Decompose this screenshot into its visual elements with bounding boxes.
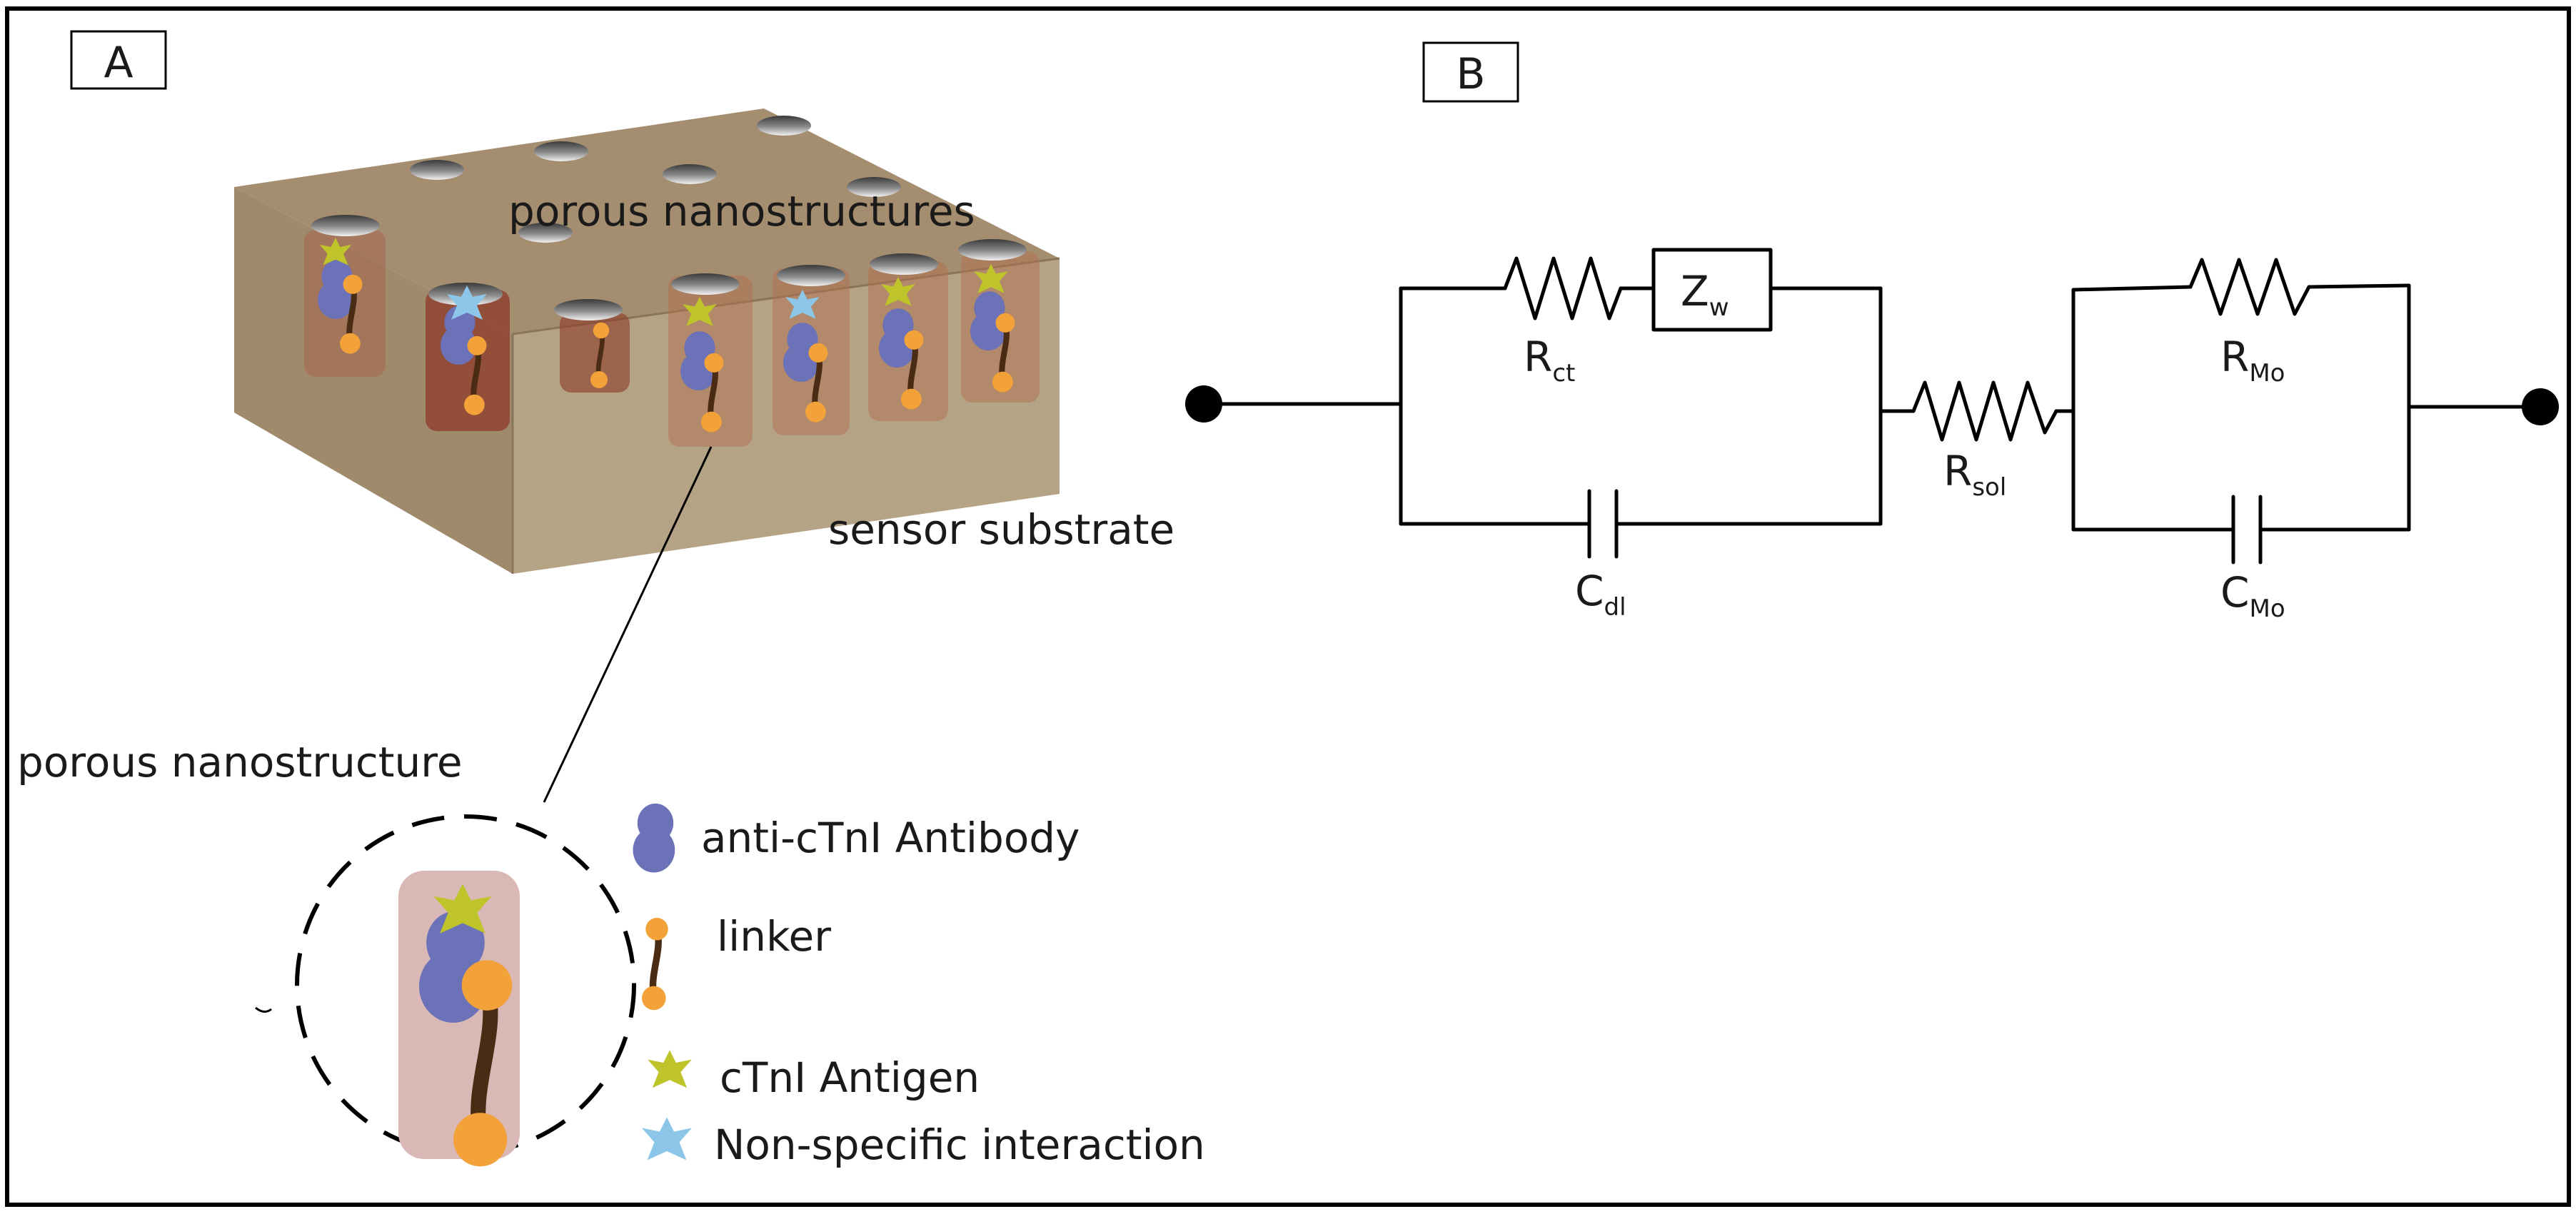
legend-label: anti-cTnI Antibody xyxy=(701,814,1080,862)
antigen-icon xyxy=(648,1050,692,1088)
legend-label: cTnI Antigen xyxy=(720,1053,980,1102)
resistor-rsol xyxy=(1911,380,2058,442)
panel-b-label: B xyxy=(1456,49,1485,99)
zoom-connector-line xyxy=(543,446,713,803)
legend-label: linker xyxy=(717,912,831,961)
pore-opening xyxy=(410,160,464,180)
zoomed-pore xyxy=(398,871,520,1166)
pore-opening xyxy=(518,223,573,243)
legend-item-linker: linker xyxy=(642,912,831,1010)
pore-column xyxy=(773,265,850,435)
top-pores xyxy=(410,116,901,243)
label-cmo: CMo xyxy=(2220,568,2285,623)
sensor-substrate-label: sensor substrate xyxy=(828,505,1174,554)
pore-column xyxy=(668,273,753,447)
label-rmo: RMo xyxy=(2220,333,2285,388)
equivalent-circuit xyxy=(1185,248,2559,565)
legend-item-antibody: anti-cTnI Antibody xyxy=(633,803,1080,873)
outer-frame xyxy=(5,6,2571,1207)
pore-opening xyxy=(847,177,901,197)
pore-column xyxy=(426,283,510,431)
small-mark xyxy=(255,1006,272,1013)
panel-a-tag: A xyxy=(70,30,167,90)
legend-item-nonspecific: Non-specific interaction xyxy=(642,1117,1205,1169)
pore-columns xyxy=(304,215,1040,447)
resistor-rmo xyxy=(2188,258,2311,316)
right-terminal xyxy=(2522,388,2559,425)
pore-opening xyxy=(534,141,588,161)
legend-label: Non-specific interaction xyxy=(714,1121,1205,1169)
label-cdl: Cdl xyxy=(1575,567,1626,622)
panel-a-label: A xyxy=(104,38,133,88)
label-rct: Rct xyxy=(1524,333,1575,388)
label-rsol: Rsol xyxy=(1943,447,2006,502)
pore-column xyxy=(958,239,1040,403)
pore-column xyxy=(868,253,948,421)
antibody-icon xyxy=(633,803,675,873)
block-left-face xyxy=(234,187,513,574)
label-zw: Zw xyxy=(1681,267,1729,322)
porous-nanostructure-label: porous nanostructure xyxy=(17,738,463,786)
panel-b-tag: B xyxy=(1422,41,1519,103)
pore-column xyxy=(554,299,630,393)
pore-column xyxy=(304,215,386,377)
nonspecific-icon xyxy=(642,1117,692,1160)
pore-opening xyxy=(757,116,811,136)
linker-icon xyxy=(642,918,668,1010)
legend-item-antigen: cTnI Antigen xyxy=(648,1050,980,1102)
resistor-rct xyxy=(1503,256,1623,320)
legend: anti-cTnI Antibody linker cTnI Antigen N… xyxy=(633,803,1205,1169)
pore-opening xyxy=(663,164,717,184)
porous-nanostructures-label: porous nanostructures xyxy=(508,187,975,236)
